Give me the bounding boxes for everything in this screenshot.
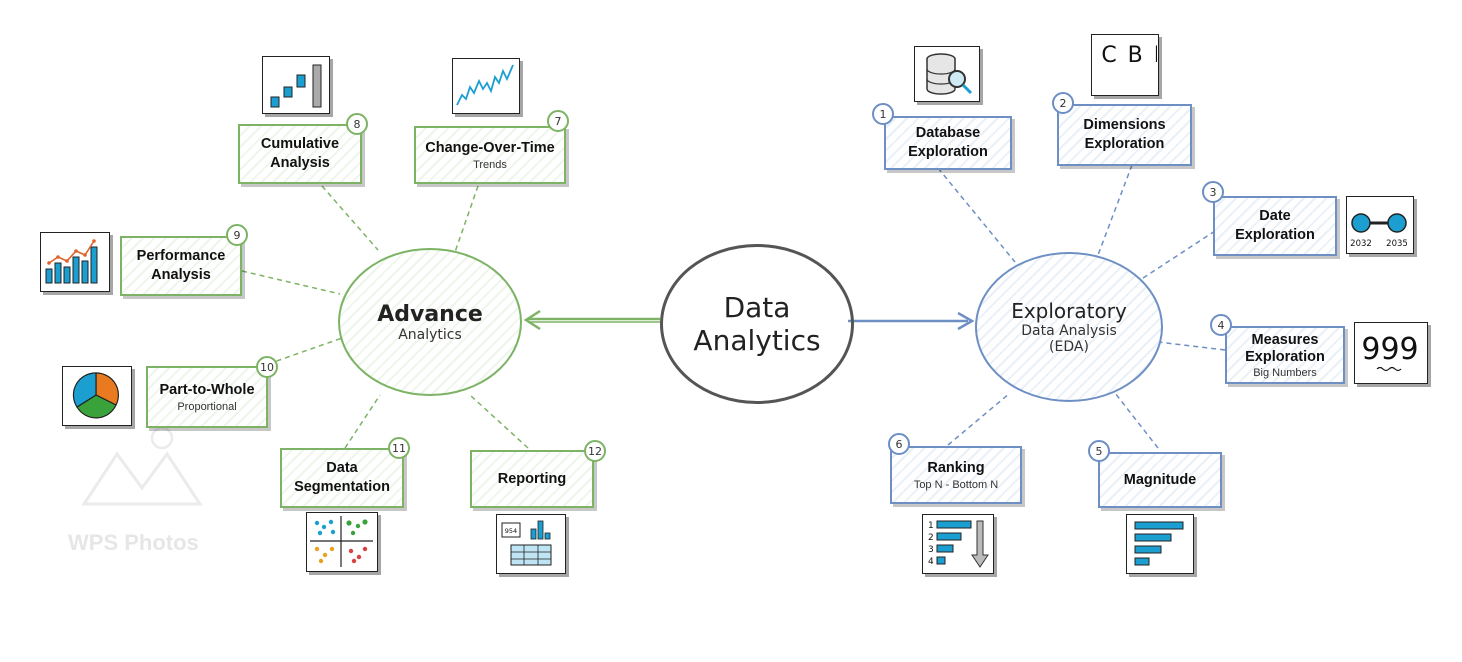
node-database-exploration: Database Exploration [884, 116, 1012, 170]
node-title: Database [915, 125, 981, 141]
node-dimensions-exploration: Dimensions Exploration [1057, 104, 1192, 166]
center-title-line1: Data [723, 291, 791, 324]
horizontal-bars-icon [1126, 514, 1194, 574]
eda-subtitle: Data Analysis [1021, 323, 1117, 339]
segmentation-scatter-icon [306, 512, 378, 572]
node-number-badge: 4 [1210, 314, 1232, 336]
node-number-badge: 1 [872, 103, 894, 125]
big-number-text: 999 [1361, 332, 1418, 367]
watermark-logo [81, 426, 203, 506]
watermark-text: WPS Photos [68, 530, 199, 555]
rank-1: 1 [928, 521, 934, 531]
node-title-2: Segmentation [294, 479, 390, 495]
node-measures-exploration: Measures Exploration Big Numbers [1225, 326, 1345, 384]
node-number-badge: 11 [388, 437, 410, 459]
node-reporting: Reporting [470, 450, 594, 508]
node-title: Dimensions [1083, 117, 1166, 133]
node-ranking: Ranking Top N - Bottom N [890, 446, 1022, 504]
date-end-label: 2035 [1386, 239, 1408, 249]
node-number-badge: 8 [346, 113, 368, 135]
node-title: Cumulative [260, 136, 340, 152]
center-hub: Data Analytics [660, 244, 854, 404]
node-number-badge: 5 [1088, 440, 1110, 462]
date-range-icon: 2032 2035 [1346, 196, 1414, 254]
node-subtitle: Proportional [177, 401, 237, 413]
rank-3: 3 [928, 545, 934, 555]
node-number-badge: 7 [547, 110, 569, 132]
node-part-to-whole: Part-to-Whole Proportional [146, 366, 268, 428]
node-title: Magnitude [1123, 471, 1197, 488]
node-date-exploration: Date Exploration [1213, 196, 1337, 256]
node-magnitude: Magnitude [1098, 452, 1222, 508]
big-number-icon: 999 [1354, 322, 1428, 384]
node-number-badge: 2 [1052, 92, 1074, 114]
database-search-icon [914, 46, 980, 102]
node-title: Ranking [927, 460, 985, 476]
report-number-text: 954 [505, 527, 517, 535]
letters-text: A C B D [1092, 43, 1157, 68]
node-title: Data [326, 460, 358, 476]
node-number-badge: 10 [256, 356, 278, 378]
rank-4: 4 [928, 557, 934, 567]
node-title: Change-Over-Time [425, 140, 555, 156]
node-change-over-time: Change-Over-Time Trends [414, 126, 566, 184]
advance-title: Advance [377, 301, 483, 327]
rank-2: 2 [928, 533, 934, 543]
node-cumulative-analysis: Cumulative Analysis [238, 124, 362, 184]
node-title: Date [1259, 208, 1291, 224]
ranking-list-icon: 1 2 3 4 [922, 514, 994, 574]
node-title: Measures [1251, 331, 1319, 348]
node-title: Part-to-Whole [159, 382, 255, 398]
trend-line-icon [452, 58, 520, 114]
node-title: Performance [136, 248, 226, 264]
report-dashboard-icon: 954 [496, 514, 566, 574]
node-title-2: Exploration [1235, 227, 1315, 243]
pie-chart-icon [62, 366, 132, 426]
performance-chart-icon [40, 232, 110, 292]
eda-abbr: (EDA) [1049, 339, 1089, 355]
node-title-2: Exploration [908, 144, 988, 160]
cumulative-bars-icon [262, 56, 330, 114]
node-title-2: Exploration [1084, 136, 1165, 152]
node-title-2: Exploration [1245, 348, 1325, 365]
node-subtitle: Top N - Bottom N [913, 479, 999, 491]
node-subtitle: Big Numbers [1253, 366, 1317, 379]
node-title-2: Analysis [270, 155, 330, 171]
abcd-letters-icon: A C B D [1075, 34, 1171, 96]
node-number-badge: 9 [226, 224, 248, 246]
eda-title: Exploratory [1011, 299, 1127, 323]
node-number-badge: 3 [1202, 181, 1224, 203]
node-number-badge: 12 [584, 440, 606, 462]
node-title: Reporting [497, 470, 567, 487]
eda-hub: Exploratory Data Analysis (EDA) [975, 252, 1163, 402]
node-performance-analysis: Performance Analysis [120, 236, 242, 296]
node-subtitle: Trends [473, 159, 507, 171]
node-title-2: Analysis [151, 267, 211, 283]
node-number-badge: 6 [888, 433, 910, 455]
advance-analytics-hub: Advance Analytics [338, 248, 522, 396]
advance-subtitle: Analytics [398, 326, 462, 343]
center-title-line2: Analytics [693, 324, 821, 357]
node-data-segmentation: Data Segmentation [280, 448, 404, 508]
date-start-label: 2032 [1350, 239, 1372, 249]
